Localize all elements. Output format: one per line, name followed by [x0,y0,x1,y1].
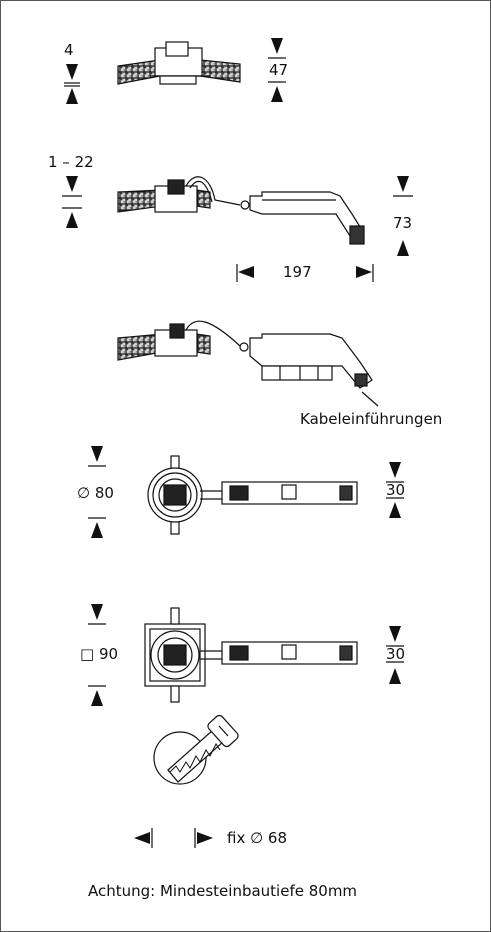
dim-arrow-4 [66,64,78,104]
dim-label-73: 73 [393,214,413,232]
dim-label-47: 47 [269,61,289,79]
warning-note: Achtung: Mindesteinbautiefe 80mm [88,882,358,900]
dim-arrow-30-round [389,462,401,518]
housing-with-driver-side-view [117,176,365,245]
saw-cutout-icon [153,714,239,785]
round-housing-top-view [147,455,358,535]
housing-installed-view [117,320,379,407]
dim-arrow-197 [238,266,372,278]
housing-side-view-top [117,41,241,85]
dim-arrow-47 [271,38,283,102]
dim-arrow-sq90 [91,604,103,706]
dim-label-square-90: □ 90 [80,645,119,663]
square-housing-top-view [144,607,358,703]
dim-arrow-1-22 [66,176,78,228]
dim-label-diameter-80: ∅ 80 [77,484,114,502]
dim-arrow-30-square [389,626,401,684]
dim-label-30-round: 30 [386,481,406,499]
dim-label-1-22: 1 – 22 [48,153,94,171]
dim-label-30-square: 30 [386,645,406,663]
cable-entries-label: Kabeleinführungen [300,410,443,428]
dim-label-4: 4 [64,41,74,59]
dim-arrow-73 [397,176,409,256]
dim-arrow-d68 [134,832,213,844]
dim-arrow-d80 [91,446,103,538]
cutout-label: fix ∅ 68 [227,829,288,847]
dim-label-197: 197 [283,263,312,281]
